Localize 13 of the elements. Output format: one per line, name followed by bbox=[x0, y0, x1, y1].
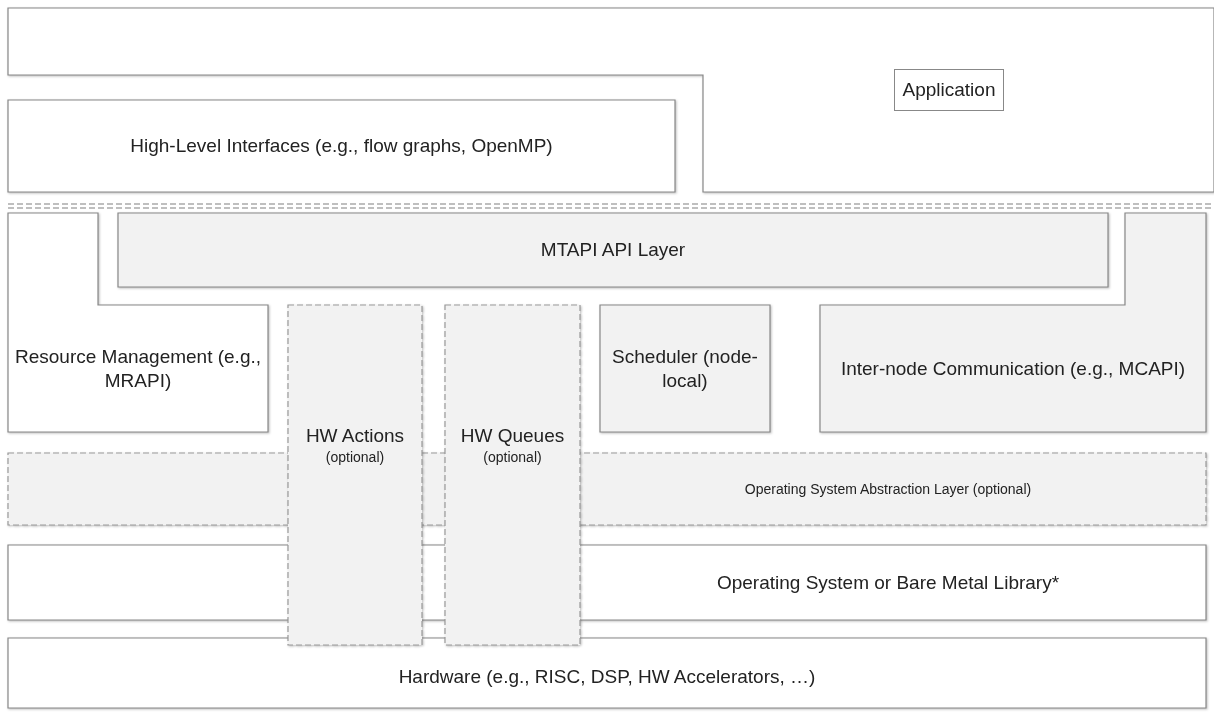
layer-label: HW Queues bbox=[460, 424, 565, 448]
layer-label: MTAPI API Layer bbox=[540, 238, 686, 262]
layer-label: Resource Management (e.g., MRAPI) bbox=[13, 344, 263, 393]
layer-label: HW Actions bbox=[305, 424, 405, 448]
note-label: (optional) bbox=[483, 448, 542, 466]
layer-label: Operating System or Bare Metal Library* bbox=[716, 570, 1060, 595]
layer-label: Hardware (e.g., RISC, DSP, HW Accelerators, …) bbox=[398, 665, 816, 689]
layer-label: Operating System Abstraction Layer (optional) bbox=[744, 480, 1032, 498]
layer-label: Scheduler (node-local) bbox=[611, 344, 759, 393]
layer-label: High-Level Interfaces (e.g., flow graphs, OpenMP) bbox=[130, 134, 553, 158]
layer-title: Application bbox=[893, 69, 1005, 111]
layer-label: Inter-node Communication (e.g., MCAPI) bbox=[840, 356, 1186, 381]
note-label: (optional) bbox=[325, 448, 385, 466]
